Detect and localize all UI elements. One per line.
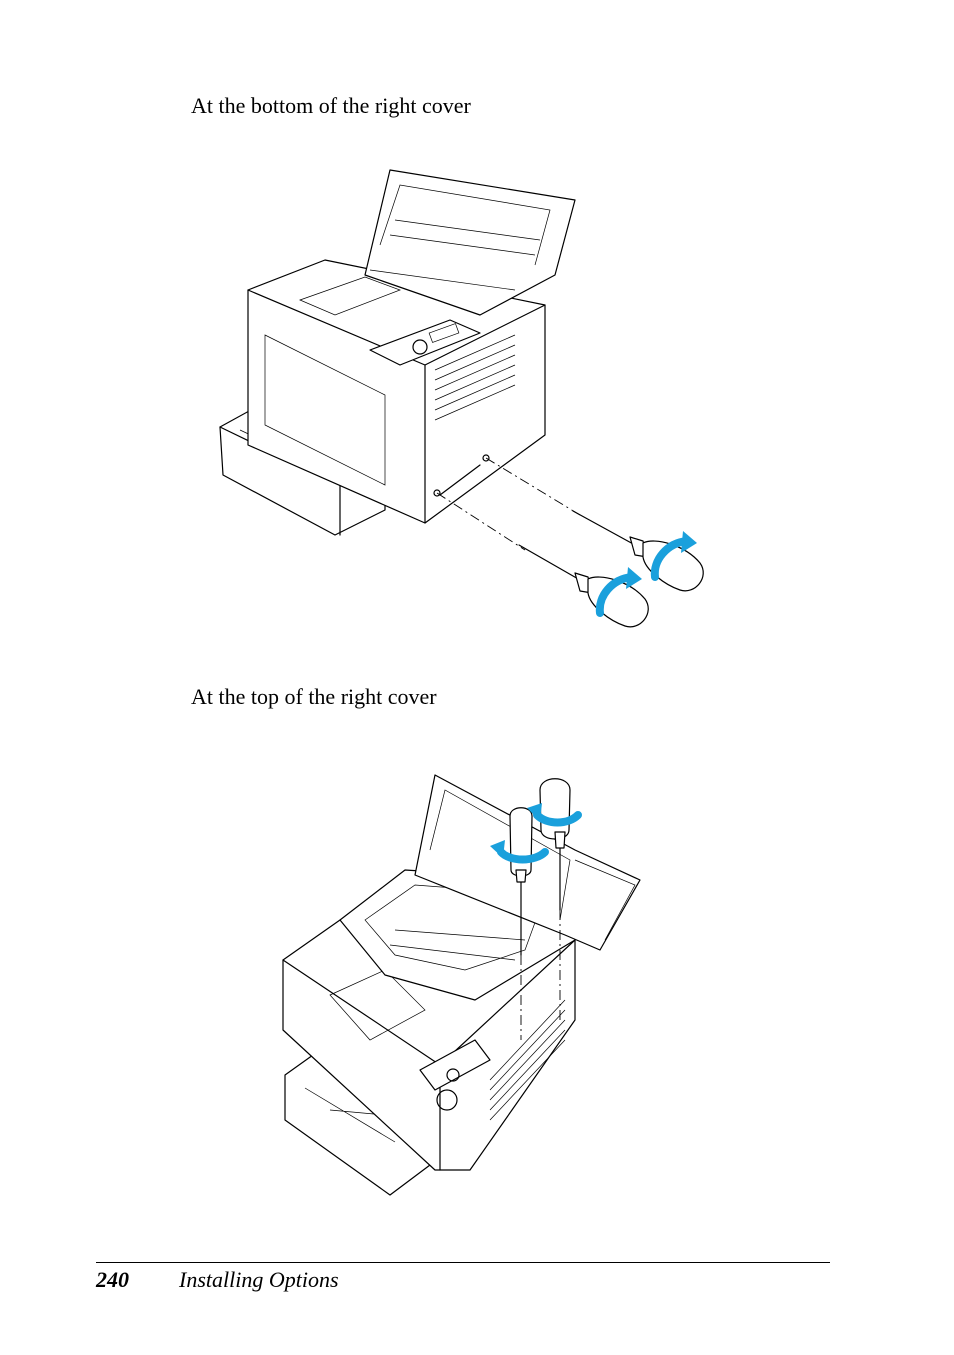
footer-rule: [96, 1262, 830, 1263]
printer-bottom-screws-illustration: [219, 169, 704, 628]
footer-section-title: Installing Options: [179, 1267, 339, 1292]
caption-top-of-right-cover: At the top of the right cover: [191, 684, 437, 709]
printer-top-screws-illustration: [282, 774, 641, 1196]
caption-bottom-of-right-cover: At the bottom of the right cover: [191, 93, 471, 118]
page-number: 240: [96, 1267, 129, 1292]
